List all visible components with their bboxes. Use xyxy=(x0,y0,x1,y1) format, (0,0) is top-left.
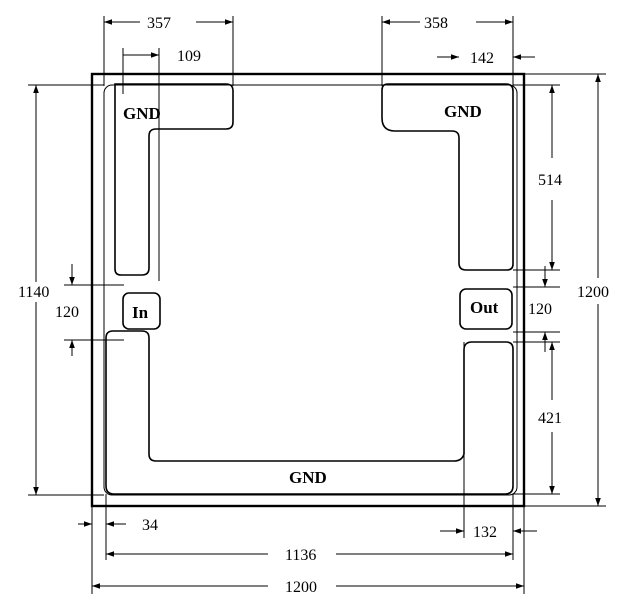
dim-bottom-inner-width: 1136 xyxy=(106,547,513,564)
gnd-pad-bottom xyxy=(105,330,514,495)
gnd-label-top-right: GND xyxy=(444,102,482,121)
dim-bottom-left-offset: 34 xyxy=(78,494,158,594)
dim-text-120-left: 120 xyxy=(55,304,79,321)
board-outline xyxy=(90,72,526,508)
dim-text-120-right: 120 xyxy=(528,301,552,318)
dim-right-height: 1200 xyxy=(524,73,609,507)
in-pad xyxy=(122,292,161,330)
dim-text-1136: 1136 xyxy=(285,547,316,564)
dim-right-lower: 421 xyxy=(513,341,562,495)
dim-right-upper: 514 xyxy=(513,84,562,271)
dim-text-1140: 1140 xyxy=(18,284,49,301)
gnd-pad-top-right xyxy=(381,83,514,271)
out-pad xyxy=(459,288,513,330)
dim-top-left-inner: 109 xyxy=(122,48,201,281)
dim-bottom-right-offset: 132 xyxy=(440,342,537,594)
out-label: Out xyxy=(470,298,499,317)
dim-left-height: 1140 xyxy=(18,84,104,496)
dim-text-357: 357 xyxy=(147,15,171,32)
dim-text-1200-right: 1200 xyxy=(577,284,609,301)
dim-right-port: 120 xyxy=(513,266,560,352)
dim-text-514: 514 xyxy=(538,172,562,189)
dim-text-142: 142 xyxy=(470,50,494,67)
gnd-label-top-left: GND xyxy=(123,104,161,123)
dim-top-right-inner: 142 xyxy=(437,50,535,67)
dim-text-109: 109 xyxy=(177,48,201,65)
dim-text-1200-bottom: 1200 xyxy=(285,579,317,596)
dim-bottom-total-width: 1200 xyxy=(92,579,524,596)
dim-left-port: 120 xyxy=(55,264,124,356)
dim-text-358: 358 xyxy=(424,15,448,32)
gnd-pad-top-left xyxy=(114,83,234,276)
dim-text-421: 421 xyxy=(538,410,562,427)
dim-text-34: 34 xyxy=(142,517,158,534)
dim-top-right-width: 358 xyxy=(381,15,514,86)
dim-text-132: 132 xyxy=(473,524,497,541)
in-label: In xyxy=(132,303,149,322)
dim-top-left-width: 357 xyxy=(103,15,234,86)
gnd-label-bottom: GND xyxy=(289,468,327,487)
ground-ring xyxy=(103,84,518,496)
